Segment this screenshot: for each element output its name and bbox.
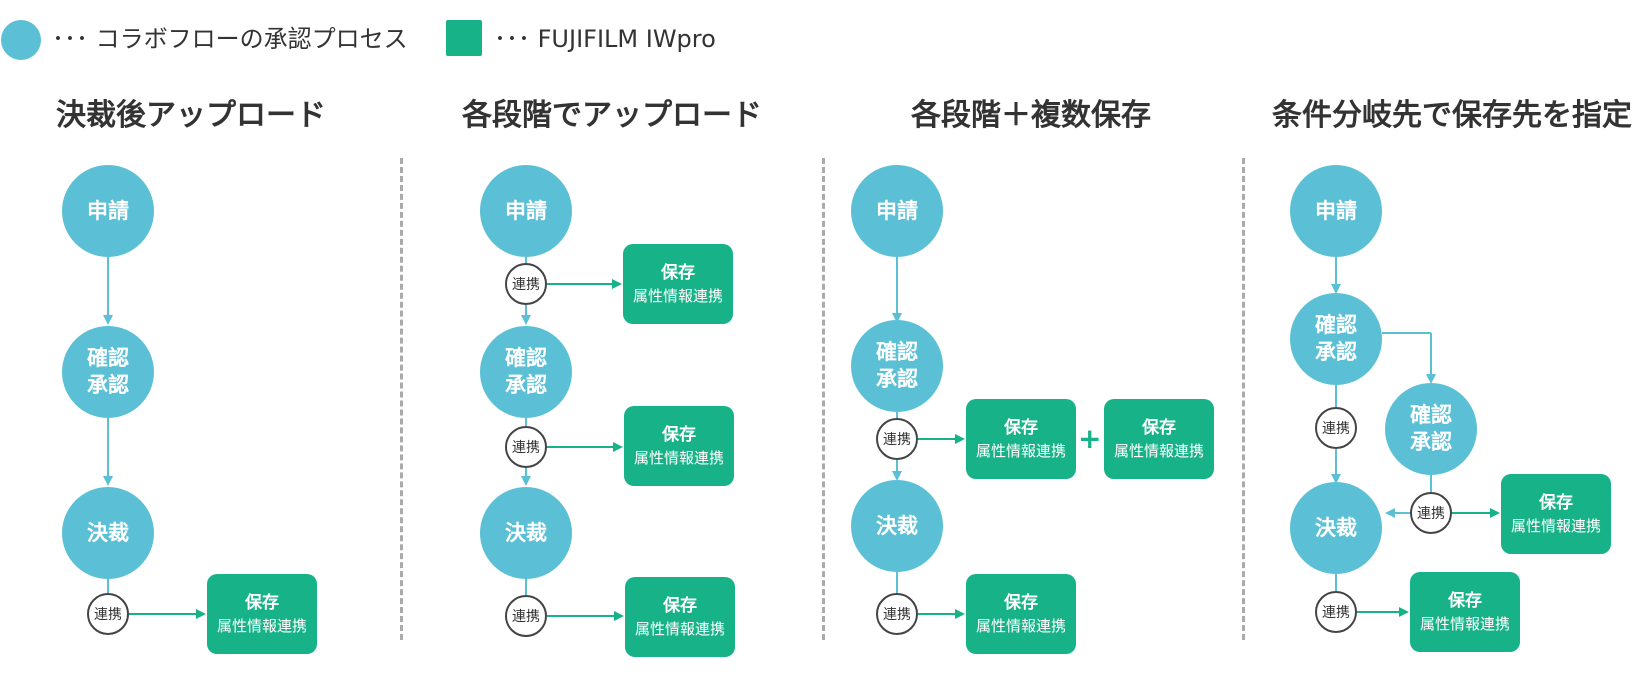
col3-apply-node: 申請 <box>851 165 943 257</box>
col2-apply-node: 申請 <box>480 165 572 257</box>
col2-link-node-1: 連携 <box>505 263 547 305</box>
col1-confirm-node: 確認 承認 <box>62 326 154 418</box>
col4-save-box-2: 保存属性情報連携 <box>1410 572 1520 652</box>
divider-1 <box>400 158 403 640</box>
divider-2 <box>822 158 825 640</box>
col2-save-box-1: 保存属性情報連携 <box>623 244 733 324</box>
col4-apply-node: 申請 <box>1290 165 1382 257</box>
col4-confirm-node-2: 確認 承認 <box>1385 383 1477 475</box>
col2-save-box-2: 保存属性情報連携 <box>624 406 734 486</box>
column-title-3: 各段階＋複数保存 <box>911 98 1151 133</box>
col1-save-box: 保存属性情報連携 <box>207 574 317 654</box>
col3-decision-node: 決裁 <box>851 480 943 572</box>
col4-link-node-2: 連携 <box>1410 492 1452 534</box>
plus-sign: + <box>1078 422 1102 455</box>
col3-link-node-1: 連携 <box>876 418 918 460</box>
col3-confirm-node: 確認 承認 <box>851 320 943 412</box>
col2-confirm-node: 確認 承認 <box>480 326 572 418</box>
col2-link-node-3: 連携 <box>505 595 547 637</box>
col4-save-box-1: 保存属性情報連携 <box>1501 474 1611 554</box>
column-title-2: 各段階でアップロード <box>462 98 762 133</box>
legend-iwpro-label: ･･･ FUJIFILM IWpro <box>494 25 716 53</box>
legend-approval-label: ･･･ コラボフローの承認プロセス <box>52 25 408 53</box>
col2-link-node-2: 連携 <box>505 426 547 468</box>
col1-apply-node: 申請 <box>62 165 154 257</box>
col1-decision-node: 決裁 <box>62 487 154 579</box>
col3-save-box-2: 保存属性情報連携 <box>1104 399 1214 479</box>
col4-confirm-node-1: 確認 承認 <box>1290 293 1382 385</box>
col3-save-box-1: 保存属性情報連携 <box>966 399 1076 479</box>
col4-link-node-1: 連携 <box>1315 407 1357 449</box>
col4-link-node-3: 連携 <box>1315 591 1357 633</box>
divider-3 <box>1242 158 1245 640</box>
col4-decision-node: 決裁 <box>1290 482 1382 574</box>
col1-link-node: 連携 <box>87 593 129 635</box>
column-title-1: 決裁後アップロード <box>56 98 326 133</box>
column-title-4: 条件分岐先で保存先を指定 <box>1272 98 1632 133</box>
col2-save-box-3: 保存属性情報連携 <box>625 577 735 657</box>
col3-link-node-2: 連携 <box>876 593 918 635</box>
col2-decision-node: 決裁 <box>480 487 572 579</box>
legend-iwpro-swatch <box>446 20 482 56</box>
legend-approval-swatch <box>1 20 41 60</box>
col3-save-box-3: 保存属性情報連携 <box>966 574 1076 654</box>
